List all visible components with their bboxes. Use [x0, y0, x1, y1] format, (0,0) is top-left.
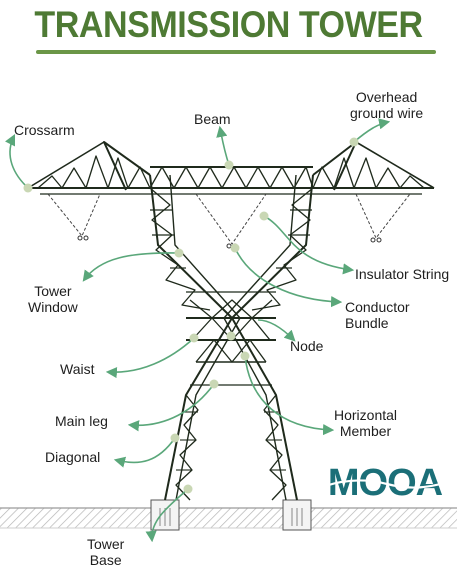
insulator-strings: [47, 193, 411, 245]
label-conductor-bundle: Conductor Bundle: [345, 299, 410, 331]
conductor-clamps: [77, 235, 382, 249]
callout-arrows: [4, 118, 391, 543]
tower-base-foundations: [150, 499, 312, 531]
label-insulator-string: Insulator String: [355, 266, 450, 282]
label-overhead-ground-wire: Overhead ground wire: [350, 89, 424, 121]
label-node: Node: [290, 338, 324, 354]
peak-left: [103, 141, 151, 191]
title-underline: [36, 50, 436, 54]
ground: [0, 507, 457, 529]
peak-right: [312, 141, 357, 191]
label-diagonal: Diagonal: [45, 449, 101, 465]
label-waist: Waist: [60, 361, 95, 377]
mooa-logo: MOOA: [324, 462, 448, 502]
label-tower-base: Tower Base: [87, 536, 125, 568]
tower-lattice: [27, 141, 435, 501]
callout-dots: [23, 137, 359, 494]
label-tower-window: Tower Window: [28, 283, 78, 315]
label-beam: Beam: [194, 111, 231, 127]
label-crossarm: Crossarm: [14, 122, 75, 138]
transmission-tower-diagram: [0, 118, 457, 543]
diagram-title: TRANSMISSION TOWER: [34, 4, 423, 45]
label-horizontal-member: Horizontal Member: [334, 407, 398, 439]
label-main-leg: Main leg: [55, 413, 108, 429]
